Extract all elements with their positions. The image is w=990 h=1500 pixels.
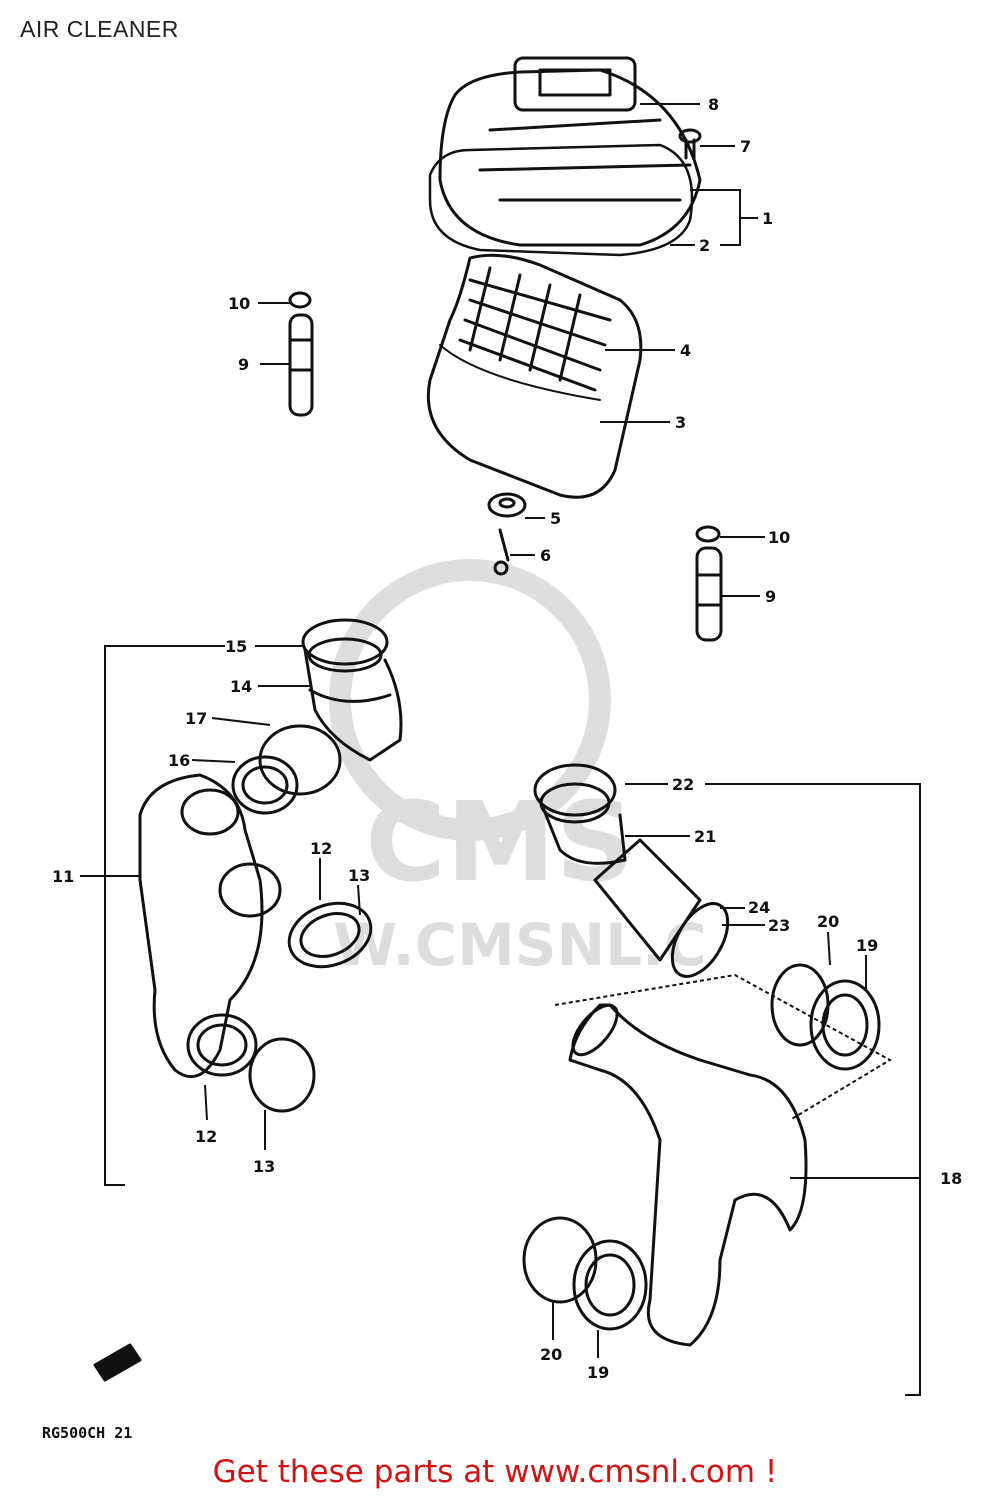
intake-boot-left-upper [301,618,403,762]
callout-20-right: 20 [817,912,839,931]
callout-18: 18 [940,1169,962,1188]
air-cleaner-cover [428,56,702,257]
callout-19-bottom: 19 [587,1363,609,1382]
cushion-5 [487,492,527,518]
intake-boot-right-upper [533,763,702,962]
watermark-url: W.CMSNL.C [333,911,706,979]
clamp-13-lower [248,1037,316,1113]
leader-lines [80,103,921,1396]
clamp-23 [670,902,730,978]
rubber-19-bottom [572,1239,648,1331]
air-cleaner-element [426,253,643,499]
small-part [93,1343,142,1382]
callout-14: 14 [230,677,252,696]
watermark: CMS W.CMSNL.C [329,559,707,979]
callout-11: 11 [52,867,74,886]
callout-24: 24 [748,898,770,917]
callouts: 8 7 1 2 4 3 5 6 10 9 10 9 15 14 17 16 11… [52,95,962,1382]
callout-6: 6 [540,546,551,565]
callout-16: 16 [168,751,190,770]
callout-9-right: 9 [765,587,776,606]
callout-12-lower: 12 [195,1127,217,1146]
stud-right [695,525,723,642]
callout-19-right: 19 [856,936,878,955]
diagram-code: RG500CH 21 [42,1424,133,1442]
rubber-19-right [809,979,881,1071]
intake-pipe-left [138,773,282,1079]
intake-pipe-right [568,1003,808,1347]
callout-22: 22 [672,775,694,794]
rubber-16 [231,755,299,815]
callout-13-mid: 13 [348,866,370,885]
callout-5: 5 [550,509,561,528]
watermark-logo: CMS [365,778,634,906]
clamp-17 [258,724,342,796]
callout-23: 23 [768,916,790,935]
callout-17: 17 [185,709,207,728]
callout-20-bottom: 20 [540,1345,562,1364]
callout-2: 2 [699,236,710,255]
callout-21: 21 [694,827,716,846]
callout-10-right: 10 [768,528,790,547]
page-title: AIR CLEANER [20,16,179,42]
callout-13-lower: 13 [253,1157,275,1176]
screw-7 [678,128,702,160]
clamp-13-mid [287,901,373,969]
callout-3: 3 [675,413,686,432]
callout-12-mid: 12 [310,839,332,858]
callout-1: 1 [762,209,773,228]
callout-10-left: 10 [228,294,250,313]
callout-15: 15 [225,637,247,656]
callout-7: 7 [740,137,751,156]
bolt-6 [493,528,510,576]
callout-9-left: 9 [238,355,249,374]
stud-left [288,291,314,417]
callout-8: 8 [708,95,719,114]
clamp-12-lower [186,1013,258,1077]
clamp-20-right [770,963,830,1047]
callout-4: 4 [680,341,691,360]
footer-link[interactable]: Get these parts at www.cmsnl.com ! [212,1454,778,1490]
